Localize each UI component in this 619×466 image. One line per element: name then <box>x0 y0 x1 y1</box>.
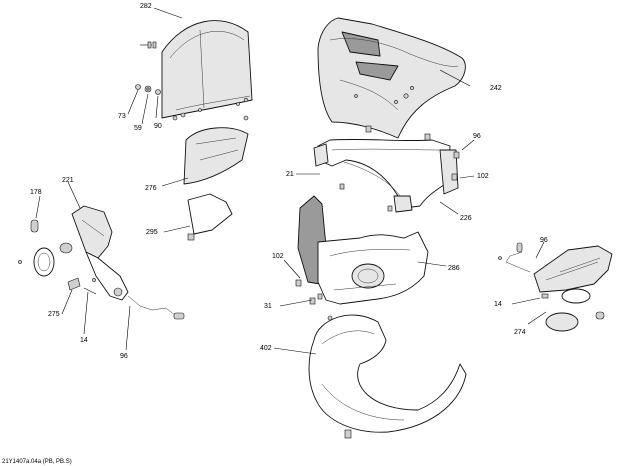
callout-295: 295 <box>146 229 158 236</box>
callout-242: 242 <box>490 85 502 92</box>
callout-59: 59 <box>134 125 142 132</box>
callout-402: 402 <box>260 345 272 352</box>
callout-73: 73 <box>118 113 126 120</box>
callout-14-left: 14 <box>80 337 88 344</box>
callout-276: 276 <box>145 185 157 192</box>
callout-274: 274 <box>514 329 526 336</box>
callout-282: 282 <box>140 3 152 10</box>
callout-96-right: 96 <box>540 237 548 244</box>
callout-96-bottom: 96 <box>120 353 128 360</box>
right-mirror-light-assembly <box>498 242 613 332</box>
windshield-hardware <box>135 41 249 121</box>
callout-221: 221 <box>62 177 74 184</box>
windshield <box>161 20 253 119</box>
callout-labels: 282 242 73 59 90 276 96 21 102 226 178 2… <box>30 3 548 360</box>
support-bracket <box>313 125 460 213</box>
callout-102-left: 102 <box>272 253 284 260</box>
lower-cover-295 <box>187 193 233 241</box>
callout-96-top: 96 <box>473 133 481 140</box>
footer-code: 21Y1407a.04a (PB, PB.S) <box>2 459 72 465</box>
callout-14-right: 14 <box>494 301 502 308</box>
lower-nose-panel <box>308 314 467 439</box>
callout-275: 275 <box>48 311 60 318</box>
left-mirror-light-assembly <box>18 205 185 320</box>
headlight-bracket <box>295 195 429 305</box>
callout-226: 226 <box>460 215 472 222</box>
upper-nose-panel <box>317 17 466 139</box>
callout-178: 178 <box>30 189 42 196</box>
callout-286: 286 <box>448 265 460 272</box>
callout-102-right: 102 <box>477 173 489 180</box>
leader-lines <box>35 7 547 355</box>
callout-90: 90 <box>154 123 162 130</box>
lower-cover-276 <box>183 127 249 185</box>
callout-31: 31 <box>264 303 272 310</box>
callout-21: 21 <box>286 171 294 178</box>
